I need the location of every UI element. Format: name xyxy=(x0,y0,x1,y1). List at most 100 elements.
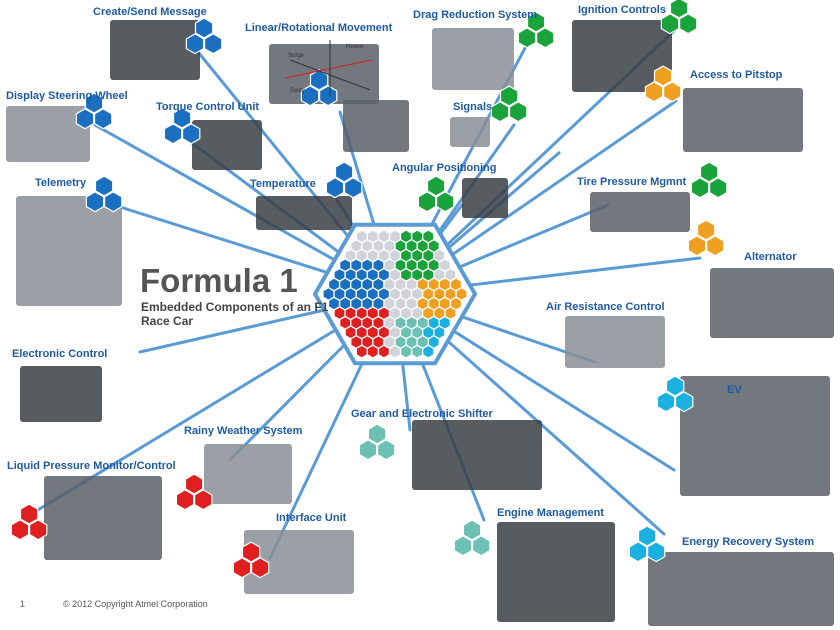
mosaic-hex xyxy=(368,326,378,338)
label-signals: Signals xyxy=(453,101,493,113)
mosaic-hex xyxy=(368,269,378,281)
label-torque-control-unit: Torque Control Unit xyxy=(156,101,260,113)
component-photos xyxy=(6,20,834,626)
component-photo xyxy=(343,100,409,152)
mosaic-hex xyxy=(345,250,356,262)
mosaic-hex xyxy=(412,230,422,242)
hex-cell xyxy=(708,177,728,199)
hex-cell xyxy=(85,191,105,213)
mosaic-hex xyxy=(417,240,428,252)
component-photo xyxy=(572,20,672,92)
mosaic-hex xyxy=(401,230,411,242)
mosaic-hex xyxy=(356,288,367,300)
hex-cell xyxy=(535,27,555,49)
hex-cell xyxy=(705,235,725,257)
label-electronic-control: Electronic Control xyxy=(12,348,108,360)
hex-cell xyxy=(185,33,205,55)
component-photo xyxy=(680,376,830,496)
mosaic-hex xyxy=(395,259,406,271)
component-photo xyxy=(412,420,542,490)
hex-cluster-icon xyxy=(75,92,113,130)
hex-cell xyxy=(517,27,537,49)
mosaic-hex xyxy=(417,298,428,310)
mosaic-hex xyxy=(406,317,417,329)
component-photo xyxy=(590,192,690,232)
component-photo xyxy=(648,552,834,626)
mosaic-hex xyxy=(412,326,422,338)
mosaic-hex xyxy=(445,288,456,300)
component-photo xyxy=(16,196,122,306)
mosaic-hex xyxy=(423,269,434,281)
hex-cell xyxy=(19,503,39,525)
mosaic-hex xyxy=(451,298,461,310)
mosaic-hex xyxy=(412,250,422,262)
hex-cell xyxy=(344,177,363,199)
mosaic-hex xyxy=(434,250,445,262)
mosaic-hex xyxy=(334,288,345,300)
mosaic-hex xyxy=(406,278,417,290)
hex-cell xyxy=(462,519,482,541)
hex-cell xyxy=(453,535,473,557)
mosaic-hex xyxy=(373,317,384,329)
hex-cluster-icon xyxy=(300,69,338,107)
component-photo xyxy=(450,117,490,147)
mosaic-hex xyxy=(351,278,362,290)
mosaic-hex xyxy=(345,326,356,338)
hex-cluster-icon xyxy=(417,175,455,213)
mosaic-hex xyxy=(334,307,345,319)
mosaic-hex xyxy=(451,278,461,290)
hex-cell xyxy=(241,541,261,563)
mosaic-hex xyxy=(390,250,400,262)
mosaic-hex xyxy=(356,326,367,338)
mosaic-hex xyxy=(395,278,406,290)
hex-cell xyxy=(93,108,113,130)
mosaic-hex xyxy=(351,259,362,271)
component-photo xyxy=(204,444,292,504)
mosaic-hex xyxy=(440,278,450,290)
mosaic-hex xyxy=(334,269,345,281)
mosaic-hex xyxy=(373,298,384,310)
mosaic-hex xyxy=(323,288,334,300)
mosaic-hex xyxy=(423,346,434,358)
mosaic-hex xyxy=(417,259,428,271)
mosaic-hex xyxy=(417,278,428,290)
hex-cell xyxy=(637,525,657,547)
hex-cluster-icon xyxy=(85,175,123,213)
hex-cell xyxy=(377,439,396,461)
hex-cell xyxy=(669,0,689,19)
axis-label-sway: Sway xyxy=(290,88,305,94)
hex-cell xyxy=(309,69,329,91)
mosaic-hex xyxy=(417,317,428,329)
axis-line xyxy=(284,59,373,79)
mosaic-hex xyxy=(379,288,389,300)
central-hexagon xyxy=(312,222,478,366)
hex-cluster-icon xyxy=(656,375,694,413)
mosaic-hex xyxy=(428,240,439,252)
mosaic-hex xyxy=(390,326,400,338)
hex-cluster-icon xyxy=(325,161,363,199)
hex-cluster-icon xyxy=(163,107,201,145)
mosaic-hex xyxy=(384,317,395,329)
hex-cell xyxy=(426,175,446,197)
hex-cell xyxy=(690,177,710,199)
mosaic-hex xyxy=(340,259,350,271)
mosaic-hex xyxy=(423,288,434,300)
hex-cell xyxy=(699,161,719,183)
mosaic-hex xyxy=(384,240,395,252)
mosaic-hex xyxy=(428,317,439,329)
label-tire-pressure-mgmnt: Tire Pressure Mgmnt xyxy=(577,176,687,188)
hex-cluster-icon xyxy=(628,525,666,563)
mosaic-hex xyxy=(362,317,373,329)
mosaic-hex xyxy=(329,278,339,290)
mosaic-hex xyxy=(434,307,445,319)
label-air-resistance-control: Air Resistance Control xyxy=(546,301,665,313)
mosaic-hex xyxy=(373,259,384,271)
mosaic-hex xyxy=(351,336,362,348)
component-photo xyxy=(683,88,803,152)
mosaic-hex xyxy=(401,288,411,300)
hex-cell xyxy=(644,81,664,103)
mosaic-hex xyxy=(423,307,434,319)
component-photo xyxy=(432,28,514,90)
mosaic-hex xyxy=(356,250,367,262)
hex-cell xyxy=(194,17,214,39)
